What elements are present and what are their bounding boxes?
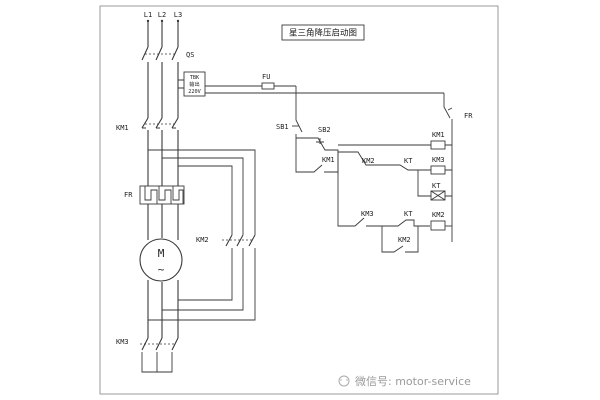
main-supply-lines: [146, 19, 180, 47]
delta-branch-lines: [148, 149, 256, 235]
km1-holding-contact: [295, 138, 339, 173]
km3-main-contacts: [140, 337, 179, 373]
svg-text:220V: 220V: [188, 89, 201, 95]
km2-c1-label: KM2: [362, 157, 375, 165]
kt-coil-label: KT: [432, 182, 441, 190]
km1-coil: [338, 140, 452, 150]
km2-main-label: KM2: [196, 236, 209, 244]
fr-main-label: FR: [124, 191, 133, 199]
motor: M ~: [139, 238, 183, 282]
km3-main-label: KM3: [116, 338, 129, 346]
km2-holding-contact: [381, 226, 419, 253]
phase-l2-label: L2: [158, 11, 166, 19]
svg-text:TBK: TBK: [190, 75, 200, 81]
kt-c4-label: KT: [404, 210, 413, 218]
km1-main-label: KM1: [116, 124, 129, 132]
km3-c4-label: KM3: [361, 210, 374, 218]
km3-coil: [430, 165, 452, 175]
diagram-title: 星三角降压启动图: [289, 28, 357, 39]
svg-text:~: ~: [158, 263, 165, 276]
phase-l3-label: L3: [174, 11, 182, 19]
qs-label: QS: [186, 51, 194, 59]
control-rung-4: [337, 208, 430, 227]
fu-fuse: [261, 82, 296, 90]
sb1-label: SB1: [276, 123, 289, 131]
sb1-stop-button: [292, 86, 303, 138]
svg-text:微信号: motor-service: 微信号: motor-service: [355, 374, 471, 388]
kt-coil: [417, 170, 452, 201]
svg-text:M: M: [158, 247, 165, 260]
motor-feed-lines: [147, 204, 179, 240]
kt-c1-label: KT: [404, 157, 413, 165]
watermark: 微信号: motor-service: [338, 374, 471, 388]
fr-control-contact: [443, 93, 453, 242]
title-box: [281, 24, 365, 41]
sb2-label: SB2: [318, 126, 331, 134]
km2-hold-label: KM2: [398, 236, 411, 244]
km2-coil-label: KM2: [432, 211, 445, 219]
fr-thermal-relay: [139, 185, 185, 205]
motor-star-lines: [147, 280, 179, 338]
svg-text:输出: 输出: [189, 80, 199, 88]
fr-control-label: FR: [464, 112, 473, 120]
fu-label: FU: [262, 73, 270, 81]
km2-coil: [430, 220, 452, 231]
page-frame: [99, 5, 499, 395]
control-rung-1: [337, 151, 430, 208]
phase-l1-label: L1: [144, 11, 152, 19]
km1-main-contacts: [141, 117, 179, 186]
qs-switch: [141, 46, 179, 118]
km1-hold-label: KM1: [322, 156, 335, 164]
km1-coil-label: KM1: [432, 131, 445, 139]
km3-coil-label: KM3: [432, 156, 445, 164]
km2-main-contacts: [148, 234, 256, 321]
control-transformer: TBK 输出 220V: [178, 71, 444, 97]
